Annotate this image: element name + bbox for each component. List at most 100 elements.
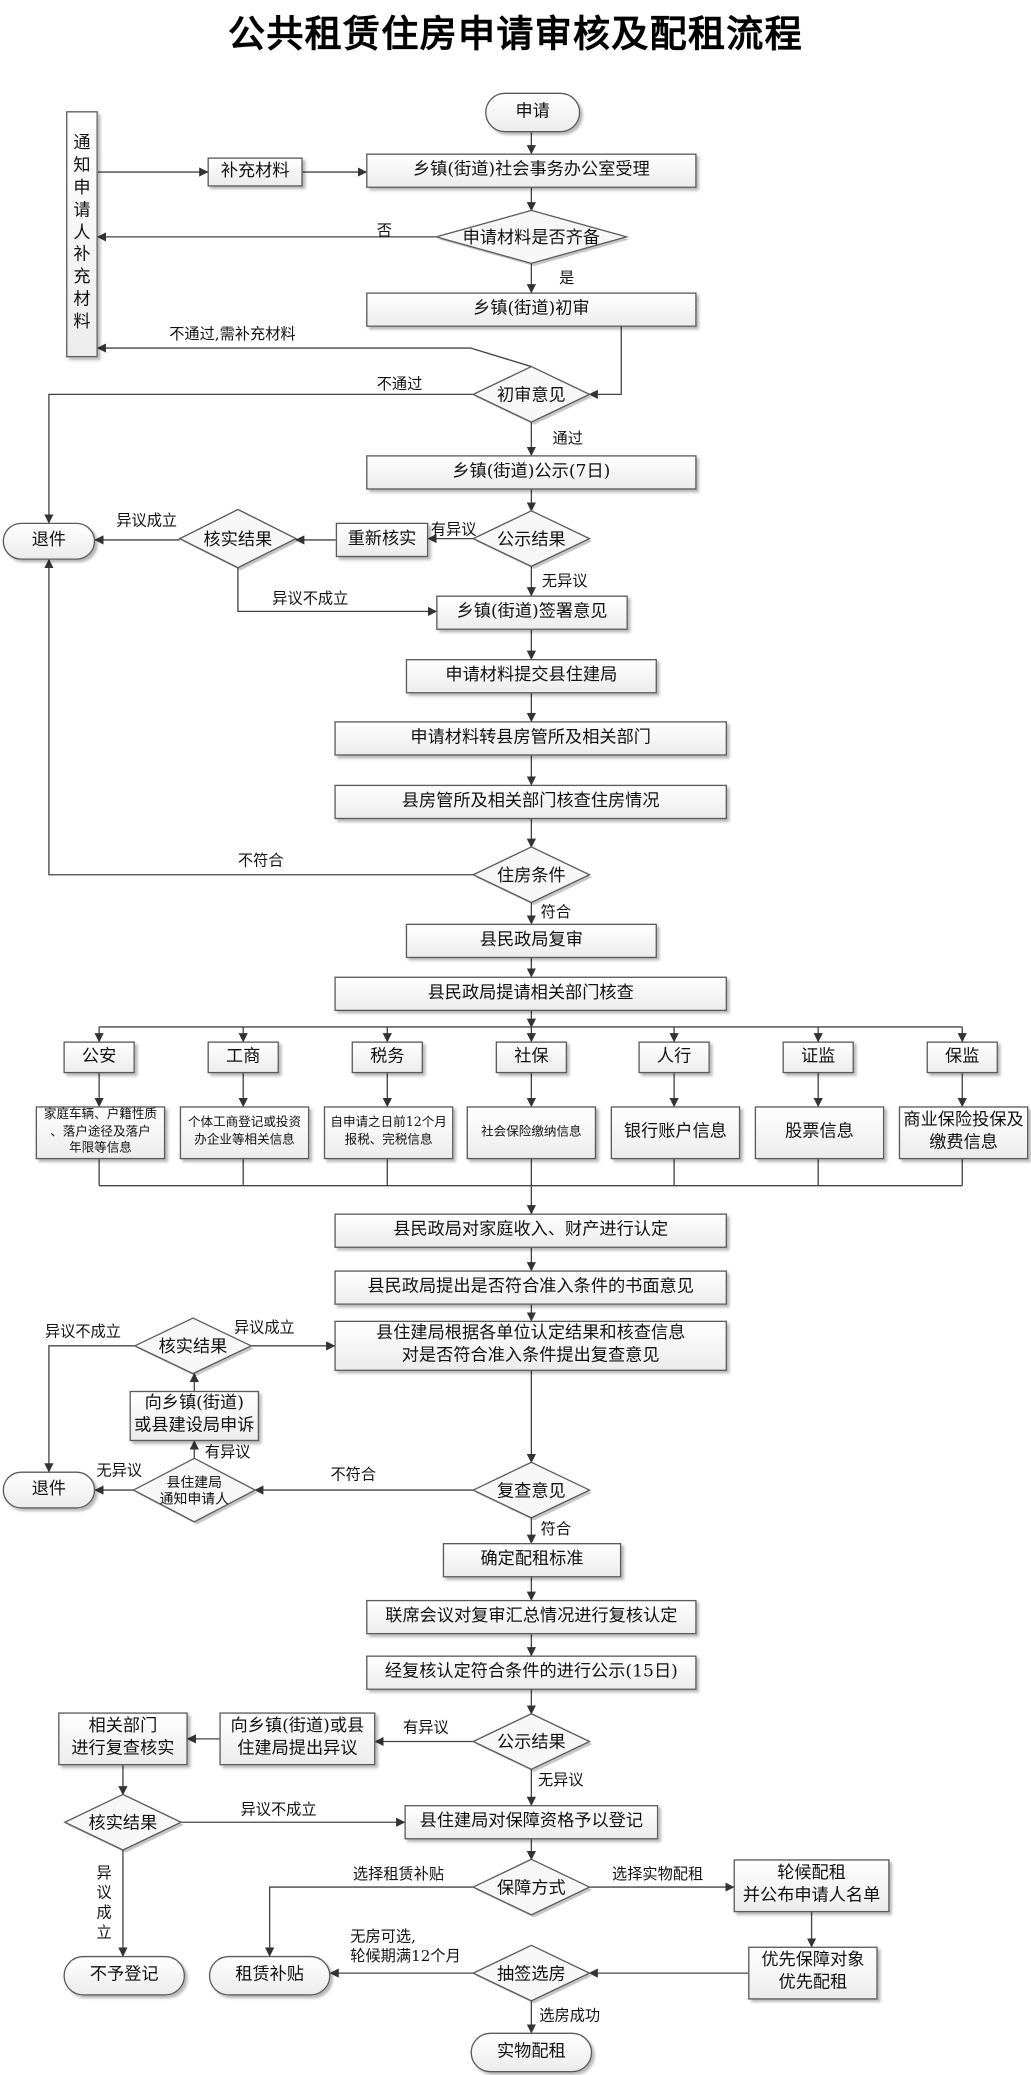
initial-opinion-diamond-shape <box>471 365 592 423</box>
dept-commerce-box-text: 工商 <box>226 1046 261 1067</box>
town-sign-opinion-box: 乡镇(街道)签署意见 <box>436 595 628 630</box>
dept-tax-box: 税务 <box>351 1041 423 1074</box>
priority-box-text: 优先保障对象 优先配租 <box>761 1950 865 1993</box>
materials-complete-diamond-text: 申请材料是否齐备 <box>463 228 600 248</box>
label-objection-valid-2: 异议成立 <box>233 1318 295 1337</box>
start-terminal-text: 申请 <box>515 101 550 122</box>
review-opinion-diamond: 复查意见 <box>471 1461 593 1521</box>
civil-written-opinion-box-text: 县民政局提出是否符合准入条件的书面意见 <box>367 1276 694 1297</box>
publicity-result-1-diamond-text: 公示结果 <box>497 530 566 550</box>
label-fail-need-supplement: 不通过,需补充材料 <box>169 324 296 343</box>
raise-objection-box-text: 向乡镇(街道)或县 住建局提出异议 <box>230 1716 365 1759</box>
raise-objection-box: 向乡镇(街道)或县 住建局提出异议 <box>219 1712 376 1766</box>
joint-meeting-box-text: 联席会议对复审汇总情况进行复核认定 <box>385 1605 678 1626</box>
lottery-diamond-shape <box>471 1944 592 2002</box>
info-securities-box: 股票信息 <box>754 1106 885 1160</box>
label-objection-invalid-3: 异议不成立 <box>240 1799 317 1819</box>
page-title: 公共租赁住房申请审核及配租流程 <box>227 11 803 56</box>
publicity-result-1-diamond-shape <box>471 510 592 568</box>
label-objection-invalid-2: 异议不成立 <box>44 1322 121 1341</box>
dept-securities-box: 证监 <box>782 1041 854 1074</box>
publicity-15-box: 经复核认定符合条件的进行公示(15日) <box>366 1655 697 1690</box>
publicity-15-box-text: 经复核认定符合条件的进行公示(15日) <box>384 1661 678 1682</box>
joint-meeting-box: 联席会议对复审汇总情况进行复核认定 <box>366 1599 697 1635</box>
housing-bureau-review-box-text: 县住建局根据各单位认定结果和核查信息 对是否符合准入条件提出复查意见 <box>376 1323 686 1366</box>
label-has-objection: 有异议 <box>430 520 477 539</box>
connector-15 <box>237 567 438 617</box>
guarantee-mode-diamond-shape <box>471 1858 592 1916</box>
notify-supplement-box: 通 知 申 请 人 补 充 材 料 <box>66 111 98 358</box>
no-register-box-text: 不予登记 <box>89 1964 159 1985</box>
dept-tax-box-text: 税务 <box>370 1046 405 1067</box>
publicity-result-2-diamond-text: 公示结果 <box>497 1733 566 1753</box>
dept-police-box-text: 公安 <box>81 1046 117 1067</box>
verify-result-2-diamond-text: 核实结果 <box>159 1337 228 1357</box>
label-no-objection-3: 无异议 <box>537 1770 584 1790</box>
rent-standard-box-text: 确定配租标准 <box>480 1549 584 1569</box>
dept-insurance-box-text: 保监 <box>945 1046 980 1067</box>
dept-bank-box-text: 人行 <box>656 1046 692 1067</box>
info-insurance-box-text: 商业保险投保及 缴费信息 <box>903 1110 1024 1153</box>
lottery-diamond: 抽签选房 <box>471 1944 593 2004</box>
recheck-box-text: 重新核实 <box>347 528 417 549</box>
dept-securities-box-text: 证监 <box>800 1046 836 1067</box>
materials-complete-diamond: 申请材料是否齐备 <box>433 209 630 266</box>
transfer-housing-office-box-text: 申请材料转县房管所及相关部门 <box>410 727 651 748</box>
info-social-box-text: 社会保险缴纳信息 <box>481 1124 582 1139</box>
notify-applicant-diamond-text: 县住建局 <box>167 1475 222 1491</box>
town-publicity-box-text: 乡镇(街道)公示(7日) <box>452 461 611 482</box>
label-meet: 符合 <box>540 902 572 922</box>
label-pass: 通过 <box>552 428 583 448</box>
publicity-result-1-diamond: 公示结果 <box>471 510 593 570</box>
verify-result-1-diamond-shape <box>178 508 298 569</box>
label-objection-invalid: 异议不成立 <box>272 588 349 608</box>
label-not-meet-2: 不符合 <box>330 1464 377 1484</box>
appeal-box: 向乡镇(街道) 或县建设局申诉 <box>129 1390 260 1442</box>
physical-rent-box: 实物配租 <box>470 2032 593 2073</box>
return-box-2-text: 退件 <box>31 1478 67 1499</box>
wait-allocation-box-text: 轮候配租 并公布申请人名单 <box>742 1863 881 1906</box>
info-social-box: 社会保险缴纳信息 <box>466 1106 597 1160</box>
dept-recheck-box: 相关部门 进行复查核实 <box>58 1712 188 1766</box>
connector-51 <box>44 1345 135 1473</box>
review-opinion-diamond-text: 复查意见 <box>497 1481 566 1501</box>
label-has-objection-3: 有异议 <box>403 1717 449 1737</box>
label-no: 否 <box>376 220 392 240</box>
info-tax-box: 自申请之日前12个月 报税、完税信息 <box>323 1106 454 1160</box>
label-choose-physical: 选择实物配租 <box>611 1864 704 1884</box>
guarantee-mode-diamond: 保障方式 <box>471 1858 593 1918</box>
dept-bank-box: 人行 <box>638 1041 710 1074</box>
verify-result-1-diamond: 核实结果 <box>178 508 299 571</box>
check-housing-box-text: 县房管所及相关部门核查住房情况 <box>401 790 660 811</box>
connector-68 <box>265 1886 474 1957</box>
publicity-result-2-diamond: 公示结果 <box>471 1712 593 1772</box>
info-securities-box-text: 股票信息 <box>785 1121 854 1142</box>
dept-social-box: 社保 <box>495 1041 568 1074</box>
label-objection-valid: 异议成立 <box>116 510 178 530</box>
rent-subsidy-box: 租赁补贴 <box>208 1955 331 1996</box>
info-bank-box-text: 银行账户信息 <box>623 1121 727 1142</box>
civil-review-box-text: 县民政局复审 <box>479 929 583 950</box>
label-choose-subsidy: 选择租赁补贴 <box>352 1864 445 1884</box>
supplement-box-text: 补充材料 <box>220 160 290 181</box>
physical-rent-box-text: 实物配租 <box>496 2041 566 2062</box>
dept-commerce-box: 工商 <box>207 1041 279 1074</box>
review-opinion-diamond-shape <box>471 1461 592 1519</box>
check-housing-box: 县房管所及相关部门核查住房情况 <box>334 784 727 820</box>
label-meet-2: 符合 <box>540 1519 572 1538</box>
verify-result-3-diamond-shape <box>63 1793 183 1851</box>
register-box: 县住建局对保障资格予以登记 <box>404 1805 659 1840</box>
dept-police-box: 公安 <box>63 1041 135 1074</box>
recheck-box: 重新核实 <box>335 522 429 558</box>
label-no-house-wait: 无房可选, 轮候期满12个月 <box>350 1926 461 1966</box>
info-tax-box-text: 自申请之日前12个月 报税、完税信息 <box>330 1115 447 1148</box>
dept-insurance-box: 保监 <box>926 1041 998 1074</box>
initial-opinion-diamond-text: 初审意见 <box>497 386 566 406</box>
initial-review-box: 乡镇(街道)初审 <box>366 292 697 327</box>
civil-income-assets-box-text: 县民政局对家庭收入、财产进行认定 <box>393 1219 669 1240</box>
connector-9 <box>44 393 474 524</box>
start-terminal: 申请 <box>485 92 581 133</box>
